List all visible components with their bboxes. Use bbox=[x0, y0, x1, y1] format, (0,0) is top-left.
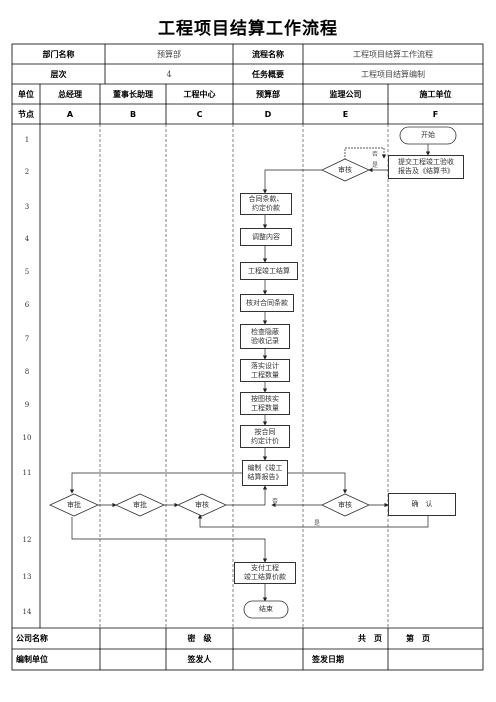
issuer-label: 签发人 bbox=[187, 655, 212, 664]
decision-b-diamond bbox=[115, 493, 165, 517]
label-yes-top: 是 bbox=[372, 162, 379, 169]
completion-settlement-box: 工程竣工结算 bbox=[240, 262, 298, 280]
node-e: E bbox=[342, 109, 349, 119]
decision-c-diamond bbox=[177, 493, 227, 517]
row-number: 1 bbox=[24, 136, 30, 144]
unit-e: 监理公司 bbox=[329, 89, 362, 99]
unit-d: 预算部 bbox=[256, 89, 280, 99]
contract-price-box: 按合同 约定计价 bbox=[240, 425, 290, 448]
task-label: 任务概要 bbox=[252, 69, 284, 79]
row-number: 13 bbox=[22, 573, 32, 581]
row-number: 5 bbox=[24, 268, 30, 276]
page-title: 工程项目结算工作流程 bbox=[158, 19, 338, 39]
unit-b: 董事长助理 bbox=[113, 89, 153, 99]
compile-report-box: 编制《竣工 结算报告》 bbox=[242, 460, 288, 486]
decision-a-diamond bbox=[49, 493, 99, 517]
row-number: 9 bbox=[24, 401, 30, 409]
node-c: C bbox=[196, 109, 203, 119]
process-value: 工程项目结算工作流程 bbox=[353, 49, 433, 59]
label-no-mid: 否 bbox=[272, 498, 279, 505]
node-d: D bbox=[264, 109, 272, 119]
label-yes-mid: 是 bbox=[314, 520, 321, 527]
end-terminator: 结束 bbox=[259, 605, 273, 613]
row-number: 14 bbox=[22, 608, 32, 616]
row-number: 11 bbox=[22, 469, 32, 477]
node-f: F bbox=[432, 109, 439, 119]
payment-box: 支付工程 竣工结算价款 bbox=[234, 562, 296, 584]
verify-drawing-box: 按图核实 工程数量 bbox=[240, 392, 290, 415]
task-value: 工程项目结算编制 bbox=[361, 69, 425, 79]
row-number: 2 bbox=[24, 168, 30, 176]
dept-label: 部门名称 bbox=[42, 49, 75, 59]
start-terminator: 开始 bbox=[421, 131, 435, 139]
row-number: 4 bbox=[24, 235, 30, 243]
submit-report-box: 提交工程竣工验收 报告及《结算书》 bbox=[388, 155, 464, 179]
contract-terms-box: 合同条款、 约定价款 bbox=[240, 193, 292, 215]
implement-design-box: 落实设计 工程数量 bbox=[240, 359, 290, 382]
row-number: 12 bbox=[22, 536, 32, 544]
review-e2-label: 审核 bbox=[338, 166, 352, 174]
node-a: A bbox=[66, 109, 74, 119]
dept-value: 预算部 bbox=[157, 49, 181, 59]
check-hidden-box: 检查隐蔽 验收记录 bbox=[240, 324, 290, 349]
row-number: 7 bbox=[24, 335, 30, 343]
label-no-top: 否 bbox=[372, 151, 379, 158]
approve-b-label: 审批 bbox=[133, 500, 147, 509]
page-label: 第 页 bbox=[406, 634, 430, 643]
row-number: 3 bbox=[24, 203, 30, 211]
node-b: B bbox=[129, 109, 137, 119]
decision-e2-diamond bbox=[321, 158, 370, 182]
secret-level-label: 密 级 bbox=[187, 634, 212, 643]
unit-a: 总经理 bbox=[58, 89, 82, 99]
node-label: 节点 bbox=[18, 109, 34, 119]
adjust-content-box: 调整内容 bbox=[240, 228, 292, 246]
process-label: 流程名称 bbox=[252, 49, 284, 59]
level-value: 4 bbox=[166, 69, 172, 79]
confirm-box: 确 认 bbox=[388, 493, 456, 516]
unit-c: 工程中心 bbox=[183, 89, 216, 99]
review-e11-label: 审核 bbox=[338, 500, 352, 509]
review-c-label: 审核 bbox=[195, 500, 209, 509]
decision-e11-diamond bbox=[321, 493, 370, 517]
compiled-unit-label: 编制单位 bbox=[16, 655, 48, 664]
level-label: 层次 bbox=[50, 69, 67, 79]
company-label: 公司名称 bbox=[16, 634, 48, 643]
issue-date-label: 签发日期 bbox=[312, 655, 344, 664]
check-contract-box: 核对合同条款 bbox=[240, 294, 294, 312]
unit-label: 单位 bbox=[18, 89, 34, 99]
approve-a-label: 审批 bbox=[67, 500, 81, 509]
row-number: 6 bbox=[24, 301, 30, 309]
row-number: 10 bbox=[22, 434, 32, 442]
row-number: 8 bbox=[24, 368, 30, 376]
unit-f: 施工单位 bbox=[419, 89, 452, 99]
total-pages-label: 共 页 bbox=[358, 634, 382, 643]
